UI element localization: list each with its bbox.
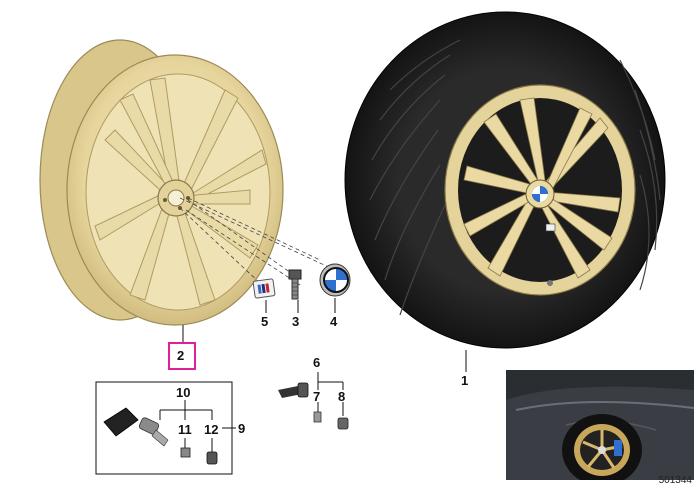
label-2: 2 xyxy=(177,348,185,363)
valve-insert-part-7 xyxy=(313,411,322,423)
label-10: 10 xyxy=(176,385,191,400)
tpms-cap-part-12 xyxy=(206,451,218,465)
rim-part-2 xyxy=(39,39,284,326)
leader-lines xyxy=(159,298,467,452)
diagram-reference-number: 501344 xyxy=(658,475,692,486)
label-4: 4 xyxy=(330,314,338,329)
explosion-lines xyxy=(179,197,336,286)
vehicle-photo xyxy=(506,370,694,480)
label-1: 1 xyxy=(461,373,469,388)
label-5: 5 xyxy=(261,314,269,329)
vehicle-photo-image xyxy=(506,370,694,480)
valve-cap-part-8 xyxy=(337,417,349,430)
label-8: 8 xyxy=(338,389,346,404)
label-7: 7 xyxy=(313,389,321,404)
label-3: 3 xyxy=(292,314,300,329)
highlight-box-part-2[interactable] xyxy=(168,342,196,370)
valve-part-6 xyxy=(278,382,309,398)
hub-cap-part-4 xyxy=(319,263,351,297)
tpms-kit-box xyxy=(95,381,233,475)
badge-part-5 xyxy=(252,278,276,299)
label-12: 12 xyxy=(204,422,219,437)
tpms-sensor-part-10 xyxy=(103,407,169,447)
tpms-nut-part-11 xyxy=(180,447,191,458)
wheel-bolt-part-3 xyxy=(288,269,302,300)
complete-wheel-part-1 xyxy=(344,11,666,349)
label-11: 11 xyxy=(178,422,192,437)
label-9: 9 xyxy=(238,421,246,436)
label-6: 6 xyxy=(313,355,321,370)
